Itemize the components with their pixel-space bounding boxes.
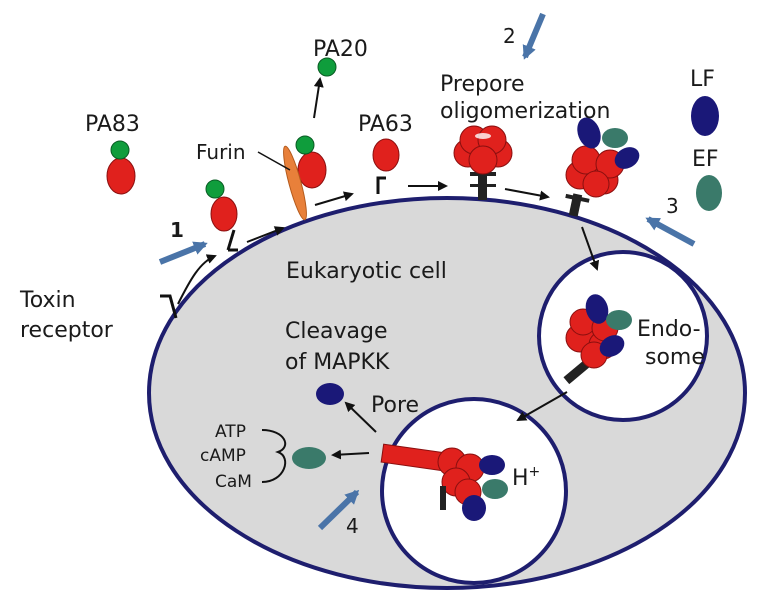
toxin-receptor-label-line1: Toxin (19, 288, 76, 313)
eukaryotic-cell-label: Eukaryotic cell (286, 259, 447, 284)
atp-conversion-bracket (261, 429, 287, 483)
camp-label: cAMP (200, 446, 246, 466)
ef-label: EF (692, 147, 719, 172)
cytosolic-ef (292, 447, 326, 469)
pore-complex (380, 443, 508, 521)
process-arrows (177, 77, 600, 460)
step-arrows (158, 12, 696, 531)
endosome-complex (563, 294, 632, 385)
lf-label: LF (690, 67, 715, 92)
endosome (537, 250, 709, 422)
pa83-bound (205, 179, 238, 252)
pa20-label: PA20 (313, 37, 368, 62)
cam-label: CaM (215, 472, 252, 492)
pa83-free (106, 140, 136, 195)
prepore-heptamer (453, 125, 513, 200)
furin-enzyme (283, 145, 307, 221)
cleavage-label-line2: of MAPKK (285, 350, 390, 375)
cleavage-label-line1: Cleavage (285, 319, 388, 344)
step-1-label: 1 (170, 218, 184, 242)
prepore-with-factors (565, 117, 640, 217)
lf-molecule (691, 96, 719, 136)
furin-label: Furin (196, 140, 246, 164)
prepore-label-line2: oligomerization (440, 99, 610, 124)
toxin-receptor-label-line2: receptor (20, 318, 114, 343)
pore-label: Pore (371, 393, 419, 418)
prepore-label-line1: Prepore (440, 72, 525, 97)
endosome-label-line2: some (645, 345, 705, 370)
ef-molecule (696, 175, 722, 211)
proton-superscript: + (529, 464, 541, 480)
pa63-label: PA63 (358, 112, 413, 137)
step-2-label: 2 (503, 24, 516, 48)
toxin-receptor-icon (160, 294, 178, 319)
atp-label: ATP (215, 422, 246, 442)
step-4-label: 4 (346, 514, 359, 538)
endosome-label-line1: Endo- (637, 317, 701, 342)
furin-cleavage-site (257, 135, 327, 221)
step-3-label: 3 (666, 194, 679, 218)
pa63-monomer (372, 138, 400, 194)
proton-label: H+ (512, 464, 540, 491)
pa83-label: PA83 (85, 112, 140, 137)
cytosolic-lf (316, 383, 344, 405)
pa20-fragment (317, 57, 337, 77)
